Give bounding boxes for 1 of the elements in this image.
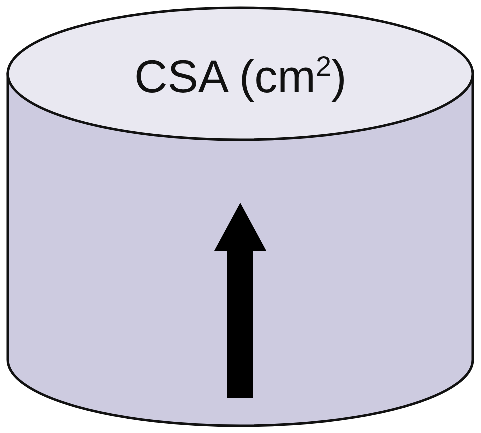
area-label: CSA (cm$^{2}$)	[134, 53, 347, 100]
